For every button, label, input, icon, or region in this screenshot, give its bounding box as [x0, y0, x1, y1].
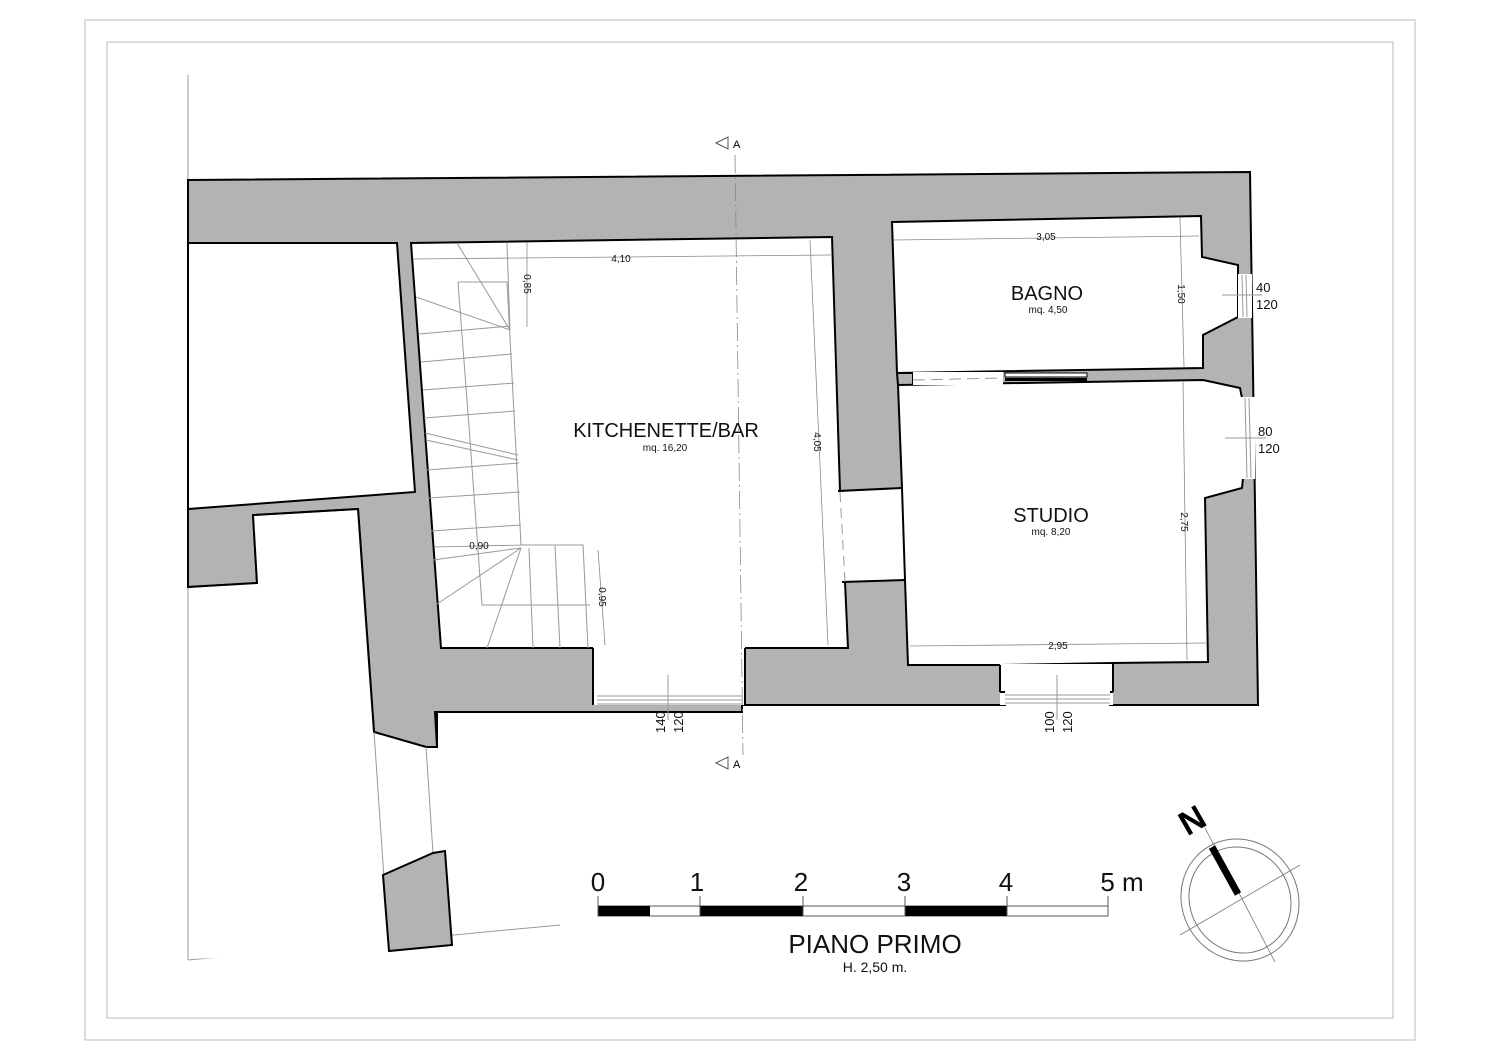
window-studio-width: 100	[1042, 711, 1057, 733]
window-studio-side-width: 80	[1258, 424, 1272, 439]
window-kitchen	[593, 647, 745, 705]
scale-tick-0: 0	[591, 867, 605, 897]
plan-title: PIANO PRIMO	[788, 929, 961, 959]
window-studio-height: 120	[1060, 711, 1075, 733]
dim-stair-top: 0,85	[521, 274, 532, 294]
dim-bagno-depth: 1,50	[1175, 284, 1186, 304]
room-area-kitchenette: mq. 16,20	[643, 443, 688, 454]
scale-tick-1: 1	[690, 867, 704, 897]
plan-subtitle: H. 2,50 m.	[843, 959, 908, 975]
sliding-door	[912, 372, 1088, 385]
room-area-studio: mq. 8,20	[1032, 527, 1071, 538]
outer-frame	[84, 19, 1416, 1041]
dim-kitchen-depth: 4,05	[811, 432, 822, 452]
window-kitchen-height: 120	[671, 711, 686, 733]
room-kitchenette	[409, 235, 850, 649]
dim-stair-width: 0,90	[469, 541, 489, 552]
window-kitchen-width: 140	[653, 711, 668, 733]
section-arrow-top	[714, 136, 729, 150]
inner-frame	[106, 41, 1394, 1019]
doorway	[838, 488, 906, 582]
north-compass	[1179, 827, 1301, 963]
window-bagno-width: 40	[1256, 280, 1270, 295]
wall-fragment	[381, 849, 454, 953]
room-label-studio: STUDIO	[1013, 505, 1089, 527]
dimension-lines	[412, 217, 1207, 661]
room-area-bagno: mq. 4,50	[1029, 305, 1068, 316]
dim-studio-depth: 2,75	[1178, 512, 1189, 532]
window-bagno	[1238, 274, 1252, 318]
north-needle	[1208, 845, 1242, 896]
scale-tick-3: 3	[897, 867, 911, 897]
scale-tick-5: 5 m	[1100, 867, 1143, 897]
dim-studio-width: 2,95	[1048, 641, 1068, 652]
scale-tick-4: 4	[999, 867, 1013, 897]
dim-stair-bottom: 0,95	[596, 587, 607, 607]
section-label-top: A	[733, 139, 741, 151]
room-label-bagno: BAGNO	[1011, 283, 1083, 305]
section-label-bottom: A	[733, 759, 741, 771]
dim-bagno-width: 3,05	[1036, 232, 1056, 243]
room-studio	[896, 378, 1245, 666]
section-arrow-bottom	[714, 756, 729, 770]
neighbor-room-lower	[189, 510, 445, 959]
window-bagno-height: 120	[1256, 297, 1278, 312]
neighbor-room-upper	[187, 242, 417, 511]
scale-bar	[597, 896, 1109, 917]
room-label-kitchenette: KITCHENETTE/BAR	[573, 420, 759, 442]
dim-kitchen-width: 4,10	[611, 254, 631, 265]
scale-tick-2: 2	[794, 867, 808, 897]
window-studio-side-height: 120	[1258, 441, 1280, 456]
section-line	[734, 154, 744, 756]
north-label: N	[1172, 798, 1212, 843]
